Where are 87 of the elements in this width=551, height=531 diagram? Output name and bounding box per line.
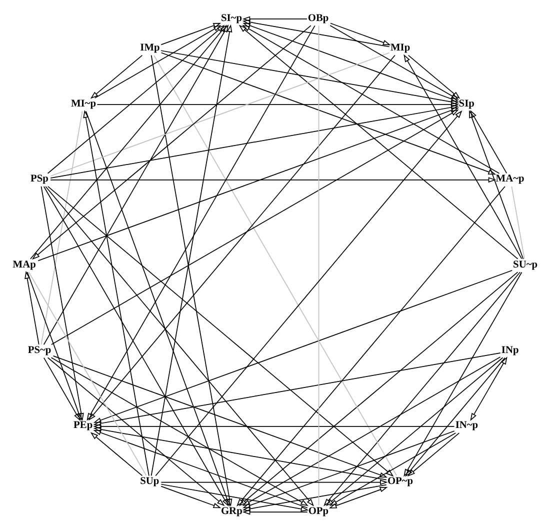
connector [511,186,525,260]
node-text: SIp [458,98,474,110]
arrow [88,54,396,421]
arrow [238,24,518,260]
connector [28,272,147,476]
node-text: PSp [30,174,48,185]
arrow [90,432,143,476]
arrow [160,22,222,46]
arrow [324,272,521,506]
connector [318,25,320,506]
arrow [50,357,308,506]
connector [50,52,390,176]
arrow [155,110,462,476]
node-text: OP~p [387,476,414,488]
arrow [408,54,460,99]
arrow [242,19,390,48]
arrow [43,24,229,345]
arrow [93,430,308,508]
arrow [32,25,312,260]
node-text: PEp [74,420,93,432]
arrow [90,54,143,99]
connector [154,55,397,476]
node-text: SU~p [513,259,538,270]
arrow [40,186,84,421]
arrow [93,426,387,480]
arrow [404,272,522,477]
arrow [242,430,455,508]
arrow [329,432,456,506]
arrow [26,272,82,421]
arrow [328,486,388,508]
arrow [160,52,496,175]
arrow [330,22,391,46]
arrow [45,186,314,506]
arrow [407,432,460,477]
arrow [470,356,508,421]
arrow [470,110,508,174]
arrow [326,357,504,506]
arrow [94,25,222,98]
arrow [242,24,500,174]
arrow [38,108,460,262]
arrow [30,24,227,260]
arrow [47,186,394,477]
arrow [24,270,40,345]
arrow [93,270,513,423]
arrow [93,424,455,430]
node-text: MA~p [496,174,524,185]
arrow [242,22,459,102]
node-text: IMp [140,42,160,54]
arrow [469,110,524,260]
arrow [404,54,522,260]
arrow [330,25,459,100]
node-text: OBp [308,12,329,24]
arrow [160,484,309,512]
arrow [160,486,222,508]
connector [40,110,83,345]
arrow [236,186,506,506]
arrow [47,24,225,174]
arrow [51,109,459,345]
arrow [83,110,150,476]
arrow [96,102,459,108]
arrow [43,357,80,421]
arrow [50,177,496,183]
arrow [160,50,460,105]
node-text: MI~p [70,98,96,110]
arrow [93,352,501,426]
node-text: INp [501,344,519,356]
arrow [52,356,388,478]
node-text: OPp [308,506,329,517]
arrow [242,356,501,506]
node-text: PS~p [28,344,52,356]
arrow [242,484,387,512]
node-text: SI~p [220,12,242,24]
arrow [86,110,230,507]
node-text: MIp [390,42,410,54]
arrow [50,104,459,178]
arrow [405,357,506,477]
node-text: SUp [140,476,160,488]
arrow [47,357,225,506]
arrow [242,509,308,515]
node-text: GRp [220,506,242,517]
arrow [238,272,518,506]
node-text: MAp [12,259,36,270]
arrow [160,480,388,486]
node-text: IN~p [455,420,478,432]
arrow [86,25,316,421]
arrow [242,16,308,22]
arrow [43,186,229,507]
